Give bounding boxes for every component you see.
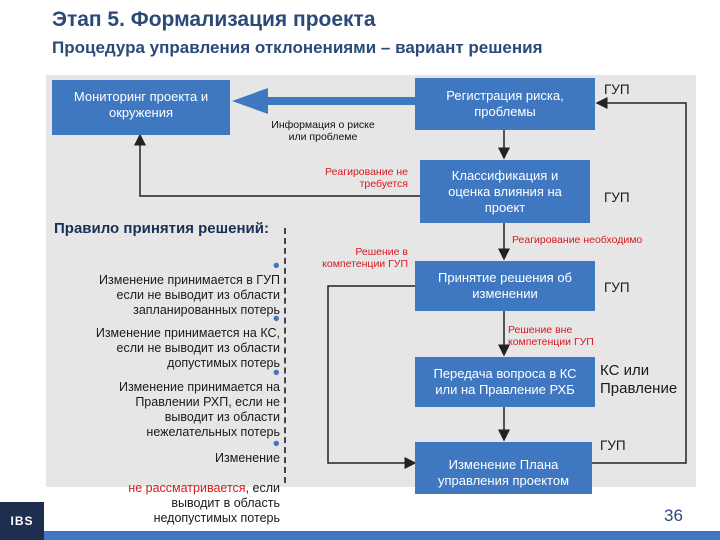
outside-competence-label: Решение вне компетенции ГУП bbox=[508, 324, 594, 348]
bullet-icon: ● bbox=[272, 258, 280, 272]
rule-text-suffix: , если выводит в область недопустимых по… bbox=[153, 481, 280, 525]
rules-title: Правило принятия решений: bbox=[54, 220, 269, 237]
owner-gup-decision: ГУП bbox=[604, 280, 630, 295]
decision-box: Принятие решения об изменении bbox=[415, 261, 595, 311]
info-about-risk-label: Информация о риске или проблеме bbox=[271, 119, 375, 143]
rule-text: Изменение принимается на КС, если не выв… bbox=[95, 326, 280, 370]
rule-item-board: ● Изменение принимается на Правлении РХП… bbox=[54, 350, 280, 440]
rule-text-red: не рассматривается bbox=[128, 481, 246, 495]
rules-divider bbox=[284, 228, 286, 483]
transfer-box: Передача вопроса в КС или на Правление Р… bbox=[415, 357, 595, 407]
footer-bar bbox=[44, 531, 720, 540]
bullet-icon: ● bbox=[272, 365, 280, 379]
owner-ks-board: КС или Правление bbox=[600, 362, 678, 397]
decision-rules: Правило принятия решений: bbox=[54, 220, 284, 243]
bullet-icon: ● bbox=[272, 311, 280, 325]
plan-change-box: Изменение Плана управления проектом bbox=[415, 442, 592, 494]
response-needed-label: Реагирование необходимо bbox=[512, 234, 643, 246]
classification-box: Классификация и оценка влияния на проект bbox=[420, 160, 590, 223]
slide-subtitle: Процедура управления отклонениями – вари… bbox=[52, 38, 543, 57]
owner-gup-plan: ГУП bbox=[600, 438, 626, 453]
page-number: 36 bbox=[664, 506, 683, 525]
no-response-label: Реагирование не требуется bbox=[325, 166, 408, 190]
registration-box: Регистрация риска, проблемы bbox=[415, 78, 595, 130]
bullet-icon: ● bbox=[272, 436, 280, 450]
rule-item-gup: ● Изменение принимается в ГУП если не вы… bbox=[54, 243, 280, 318]
rule-item-ks: ● Изменение принимается на КС, если не в… bbox=[54, 296, 280, 371]
rule-text-prefix: Изменение bbox=[215, 451, 280, 465]
owner-gup-registration: ГУП bbox=[604, 82, 630, 97]
within-competence-label: Решение в компетенции ГУП bbox=[322, 246, 408, 270]
rule-item-rejected: ● Изменение не рассматривается, если выв… bbox=[54, 421, 280, 526]
ibs-logo: IBS bbox=[0, 502, 44, 540]
slide-title: Этап 5. Формализация проекта bbox=[52, 8, 376, 31]
owner-gup-classification: ГУП bbox=[604, 190, 630, 205]
rule-text: Изменение принимается на Правлении РХП, … bbox=[118, 380, 280, 439]
rule-text: Изменение принимается в ГУП если не выво… bbox=[99, 273, 280, 317]
monitoring-box: Мониторинг проекта и окружения bbox=[52, 80, 230, 135]
